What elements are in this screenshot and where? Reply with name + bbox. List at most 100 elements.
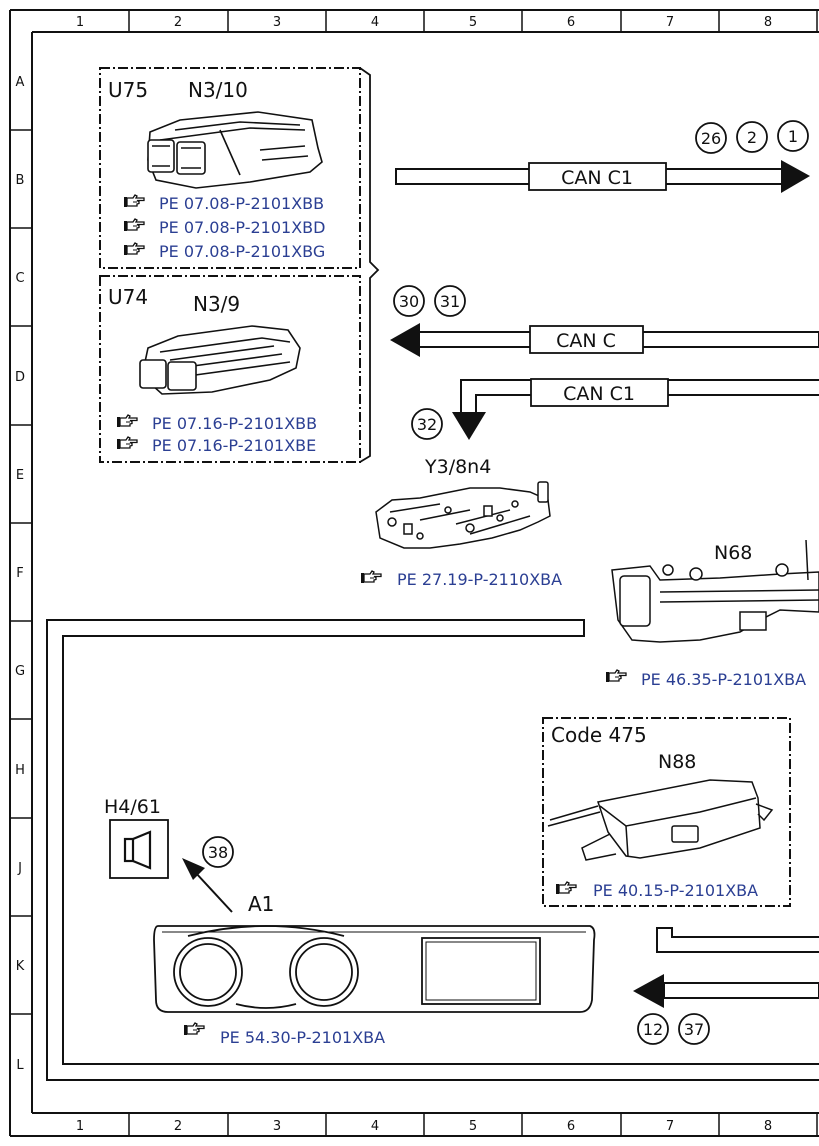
arrow-up-left-icon — [182, 858, 205, 880]
n88-group: Code 475 N88 PE 40.15-P-2101XBA — [542, 717, 791, 907]
row-label: D — [15, 370, 25, 385]
can-c1-top-label: CAN C1 — [561, 167, 633, 189]
h4-61-label: H4/61 — [104, 796, 161, 818]
col-label: 8 — [764, 15, 772, 30]
row-label: A — [16, 75, 25, 90]
n3-10-ref-2: PE 07.08-P-2101XBD — [159, 218, 325, 237]
col-label: 5 — [469, 15, 477, 30]
row-label: L — [16, 1058, 24, 1073]
circle-32: 32 — [417, 415, 437, 434]
row-label: J — [17, 861, 22, 876]
hand-pointer-icon — [123, 242, 145, 256]
col-label: 3 — [273, 1119, 281, 1134]
arrow-down-icon — [452, 412, 486, 440]
row-label: G — [15, 664, 25, 679]
can-c-circles: 30 31 — [393, 285, 466, 317]
row-label: B — [16, 173, 25, 188]
arrow-left-icon — [390, 323, 420, 357]
hand-pointer-icon — [183, 1022, 205, 1036]
n3-10-ref-link-3[interactable]: PE 07.08-P-2101XBG — [123, 242, 325, 261]
n3-9-ref-2: PE 07.16-P-2101XBE — [152, 436, 316, 455]
row-label: E — [16, 468, 24, 483]
n3-10-ref-3: PE 07.08-P-2101XBG — [159, 242, 325, 261]
u75-module-group: U75 N3/10 PE 07.08-P-2101XBB PE 07.08-P-… — [99, 67, 380, 463]
n68-steering-image — [611, 539, 819, 643]
circle-1: 1 — [788, 127, 798, 146]
hand-pointer-icon — [116, 414, 138, 428]
col-label: 2 — [174, 15, 182, 30]
y3-8n4-valve-image — [375, 481, 551, 549]
row-ticks — [10, 129, 32, 1015]
can-c-bus: CAN C — [390, 323, 819, 357]
h4-61-group: H4/61 38 — [104, 796, 234, 913]
n3-9-ref-link-2[interactable]: PE 07.16-P-2101XBE — [116, 436, 316, 455]
row-label: C — [15, 271, 24, 286]
n68-label: N68 — [714, 542, 752, 564]
a1-label: A1 — [248, 892, 274, 916]
can-c1-mid-bus: CAN C1 — [452, 378, 819, 440]
n68-ref-link[interactable]: PE 46.35-P-2101XBA — [605, 669, 806, 689]
n3-10-ref-link-1[interactable]: PE 07.08-P-2101XBB — [123, 194, 324, 213]
y3-8n4-group: Y3/8n4 PE 27.19-P-2110XBA — [360, 456, 562, 589]
code-475-label: Code 475 — [551, 723, 647, 747]
column-ticks — [128, 10, 818, 1136]
arrow-left-icon — [633, 974, 664, 1008]
circle-38: 38 — [208, 843, 228, 862]
col-label: 7 — [666, 15, 674, 30]
can-c1-down-circle: 32 — [411, 408, 443, 440]
can-c-label: CAN C — [556, 330, 616, 352]
col-label: 7 — [666, 1119, 674, 1134]
speaker-icon — [123, 830, 152, 870]
hand-pointer-icon — [123, 194, 145, 208]
circle-30: 30 — [399, 292, 419, 311]
col-label: 6 — [567, 1119, 575, 1134]
n3-10-ref-1: PE 07.08-P-2101XBB — [159, 194, 324, 213]
bottom-right-wires: 12 37 — [633, 927, 819, 1045]
n68-ref: PE 46.35-P-2101XBA — [641, 670, 806, 689]
arrow-right-icon — [781, 160, 810, 193]
can-c1-top-bus: CAN C1 — [395, 160, 810, 193]
top-right-circles: 26 2 1 — [695, 120, 809, 154]
n3-9-label: N3/9 — [193, 292, 240, 316]
a1-group: A1 PE 54.30-P-2101XBA — [153, 892, 596, 1047]
hand-pointer-icon — [123, 218, 145, 232]
n3-10-ref-link-2[interactable]: PE 07.08-P-2101XBD — [123, 218, 325, 237]
can-c1-mid-label: CAN C1 — [563, 383, 635, 405]
column-labels-bottom: 1 2 3 4 5 6 7 8 — [76, 1119, 772, 1134]
n3-9-ref-link-1[interactable]: PE 07.16-P-2101XBB — [116, 414, 317, 433]
col-label: 1 — [76, 1119, 84, 1134]
n88-label: N88 — [658, 751, 696, 773]
a1-ref-link[interactable]: PE 54.30-P-2101XBA — [183, 1022, 385, 1047]
hand-pointer-icon — [555, 881, 577, 895]
u75-code: U75 — [108, 78, 148, 102]
circle-37: 37 — [684, 1020, 704, 1039]
a1-cluster-image — [153, 925, 596, 1013]
hand-pointer-icon — [605, 669, 627, 683]
n3-9-ecu-image — [139, 325, 301, 395]
n3-10-label: N3/10 — [188, 78, 248, 102]
u74-code: U74 — [108, 285, 148, 309]
circle-26: 26 — [701, 129, 721, 148]
n3-10-ecu-image — [147, 111, 323, 189]
col-label: 3 — [273, 15, 281, 30]
hand-pointer-icon — [360, 570, 382, 584]
a1-ref: PE 54.30-P-2101XBA — [220, 1028, 385, 1047]
column-labels-top: 1 2 3 4 5 6 7 8 — [76, 15, 772, 30]
hand-pointer-icon — [116, 436, 138, 450]
circle-2: 2 — [747, 128, 757, 147]
col-label: 4 — [371, 1119, 379, 1134]
col-label: 4 — [371, 15, 379, 30]
y3-8n4-ref-link[interactable]: PE 27.19-P-2110XBA — [360, 570, 562, 589]
circle-12: 12 — [643, 1020, 663, 1039]
col-label: 5 — [469, 1119, 477, 1134]
n68-group: N68 PE 46.35-P-2101XBA — [605, 539, 819, 689]
row-label: K — [16, 959, 25, 974]
y3-8n4-label: Y3/8n4 — [424, 456, 491, 478]
row-label: H — [15, 763, 25, 778]
col-label: 8 — [764, 1119, 772, 1134]
n3-9-ref-1: PE 07.16-P-2101XBB — [152, 414, 317, 433]
u74-module-group: U74 N3/9 PE 07.16-P-2101XBB PE 07.16-P-2… — [99, 275, 361, 463]
n88-ref-link[interactable]: PE 40.15-P-2101XBA — [555, 881, 758, 900]
row-label: F — [16, 566, 23, 581]
